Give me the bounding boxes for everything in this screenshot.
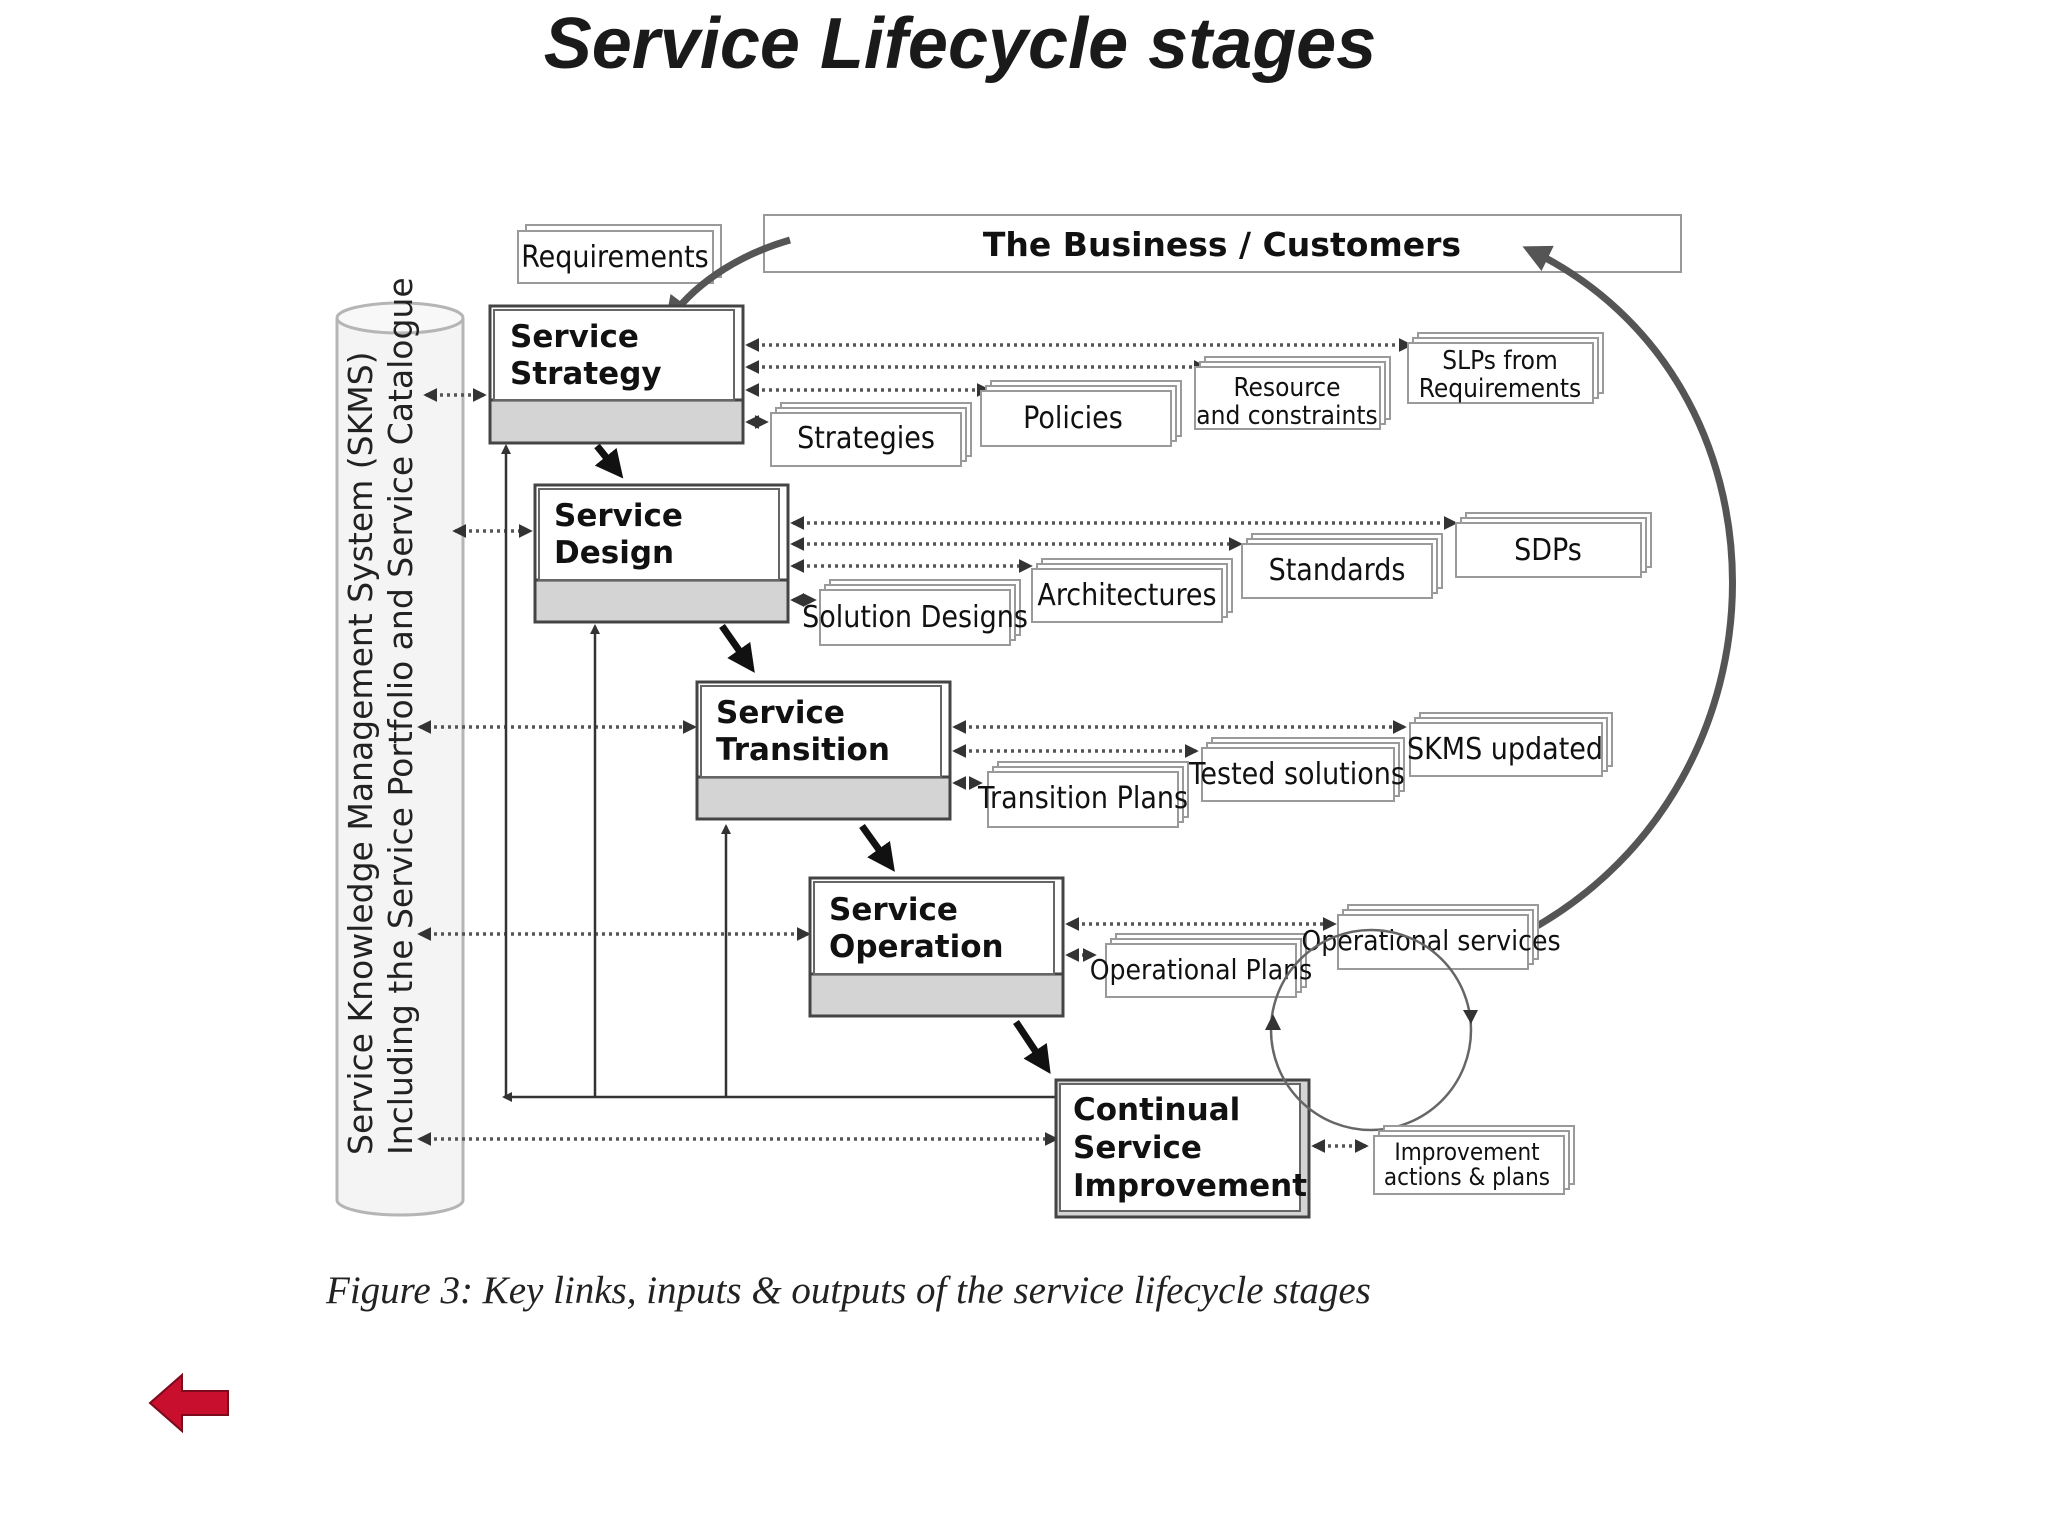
- requirements-doc: Requirements: [517, 224, 722, 284]
- standards-label: Standards: [1269, 553, 1406, 588]
- slps-label-line1: SLPs from: [1442, 346, 1558, 376]
- solution-designs-doc: Solution Designs: [802, 579, 1028, 646]
- operational-services-doc: Operational services: [1301, 904, 1561, 970]
- design-line2: Design: [554, 535, 674, 571]
- transition-plans-label: Transition Plans: [977, 781, 1188, 816]
- csi-line2: Service: [1073, 1130, 1202, 1166]
- slps-label-line2: Requirements: [1419, 374, 1581, 404]
- sdps-label: SDPs: [1514, 533, 1582, 568]
- solution-designs-label: Solution Designs: [802, 600, 1028, 635]
- skms-updated-doc: SKMS updated: [1407, 712, 1613, 777]
- strategy-line2: Strategy: [510, 356, 662, 392]
- strategy-to-design-arrow: [594, 443, 624, 479]
- tested-solutions-label: Tested solutions: [1188, 757, 1405, 792]
- operational-plans-doc: Operational Plans: [1090, 933, 1313, 998]
- strategy-line1: Service: [510, 319, 639, 355]
- stage-service-operation: Service Operation: [808, 876, 1065, 1018]
- tested-solutions-doc: Tested solutions: [1188, 737, 1405, 802]
- loop-arrowhead-right: [1463, 1010, 1478, 1024]
- stage-service-design: Service Design: [533, 483, 790, 624]
- slps-doc: SLPs from Requirements: [1407, 332, 1604, 404]
- back-button[interactable]: [148, 1370, 232, 1436]
- improvement-label-line2: actions & plans: [1384, 1163, 1550, 1191]
- business-customers-label: The Business / Customers: [983, 225, 1461, 264]
- strategies-label: Strategies: [797, 421, 935, 456]
- figure-caption: Figure 3: Key links, inputs & outputs of…: [326, 1269, 1371, 1312]
- transition-line2: Transition: [716, 732, 890, 768]
- stage-continual-service-improvement: Continual Service Improvement: [1054, 1078, 1311, 1219]
- standards-doc: Standards: [1241, 533, 1443, 599]
- improvement-label-line1: Improvement: [1394, 1138, 1539, 1166]
- page-title: Service Lifecycle stages: [543, 4, 1377, 84]
- resource-label-line1: Resource: [1233, 373, 1340, 403]
- skms-label-line1: Service Knowledge Management System (SKM…: [341, 351, 380, 1155]
- business-customers-box: The Business / Customers: [763, 214, 1682, 273]
- architectures-label: Architectures: [1037, 578, 1216, 613]
- stage-service-strategy: Service Strategy: [488, 304, 745, 445]
- skms-label-line2: Including the Service Portfolio and Serv…: [381, 277, 420, 1155]
- csi-line1: Continual: [1073, 1092, 1240, 1128]
- policies-doc: Policies: [980, 380, 1182, 447]
- requirements-label: Requirements: [521, 240, 708, 275]
- strategies-doc: Strategies: [770, 402, 972, 467]
- design-line1: Service: [554, 498, 683, 534]
- design-to-transition-arrow: [719, 623, 755, 673]
- resource-constraints-doc: Resource and constraints: [1194, 356, 1391, 431]
- csi-line3: Improvement: [1073, 1168, 1307, 1204]
- transition-plans-doc: Transition Plans: [977, 761, 1189, 828]
- operation-line2: Operation: [829, 929, 1004, 965]
- transition-to-operation-arrow: [859, 823, 895, 872]
- policies-label: Policies: [1023, 401, 1123, 436]
- stage-service-transition: Service Transition: [695, 680, 952, 821]
- operational-plans-label: Operational Plans: [1090, 953, 1313, 986]
- transition-line1: Service: [716, 695, 845, 731]
- operation-line1: Service: [829, 892, 958, 928]
- sdps-doc: SDPs: [1455, 512, 1652, 578]
- operational-to-business-arrow: [1522, 245, 1736, 934]
- operation-to-csi-arrow: [1013, 1020, 1051, 1074]
- operational-services-label: Operational services: [1301, 924, 1560, 957]
- resource-label-line2: and constraints: [1196, 401, 1377, 431]
- skms-cylinder: Service Knowledge Management System (SKM…: [335, 277, 465, 1217]
- csi-feedback-lines: [501, 444, 1056, 1102]
- loop-arrowhead-left: [1265, 1014, 1281, 1030]
- architectures-doc: Architectures: [1031, 558, 1233, 623]
- skms-updated-label: SKMS updated: [1407, 732, 1603, 767]
- back-arrow-icon: [148, 1372, 229, 1434]
- improvement-actions-doc: Improvement actions & plans: [1373, 1125, 1575, 1195]
